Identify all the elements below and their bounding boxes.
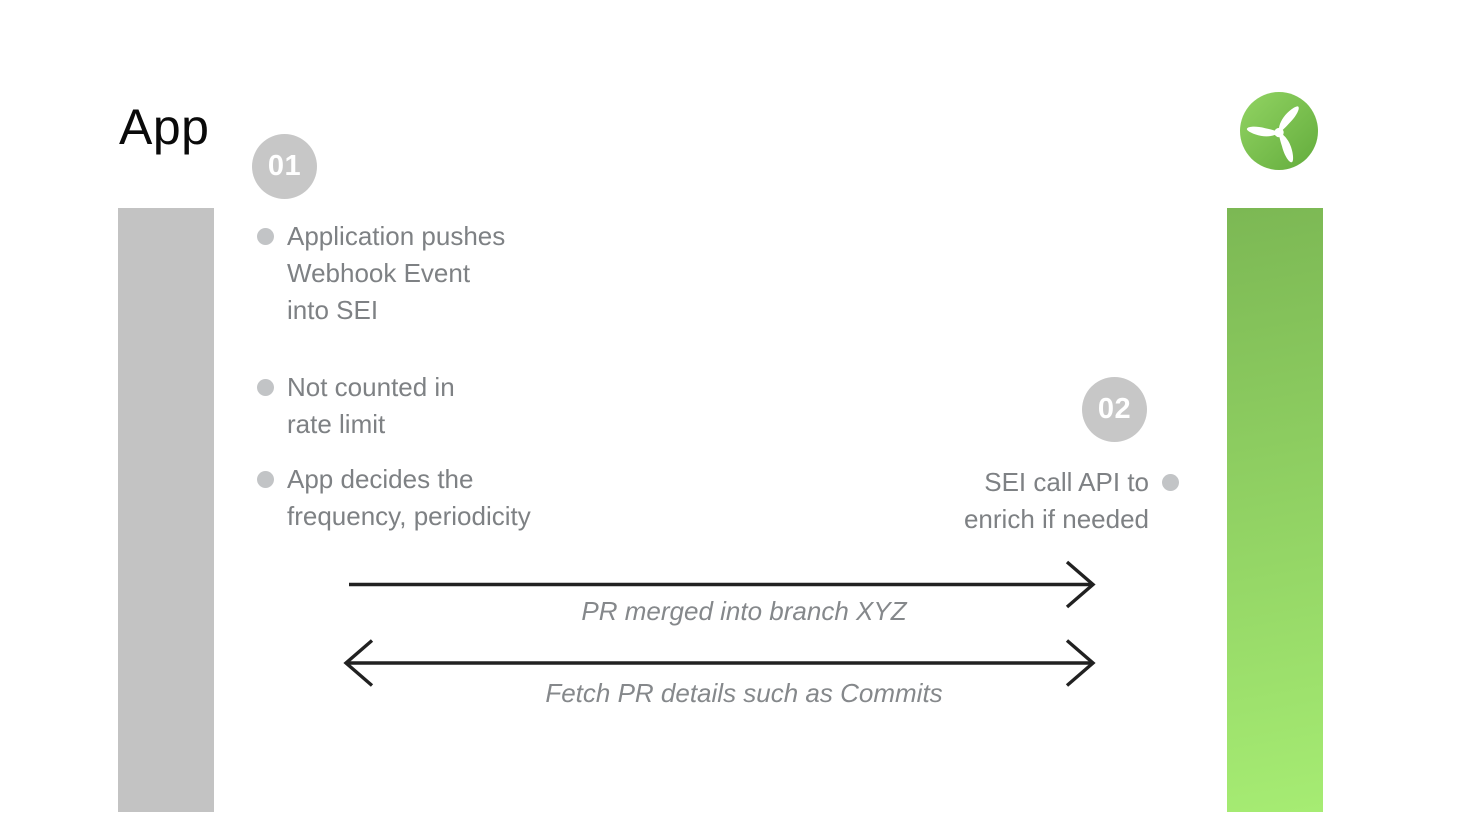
page-title: App <box>119 99 210 155</box>
step-2-bullet-item: SEI call API to enrich if needed <box>964 464 1179 538</box>
list-item-text: Not counted in rate limit <box>287 372 455 439</box>
arrow-right-icon <box>349 560 1096 609</box>
list-item: Not counted in rate limit <box>257 369 587 443</box>
arrow-label: Fetch PR details such as Commits <box>545 678 943 708</box>
list-item: Application pushes Webhook Event into SE… <box>257 218 587 329</box>
step-1-badge: 01 <box>252 134 317 199</box>
app-lane-bar <box>118 208 214 812</box>
propeller-logo-icon <box>1240 92 1318 170</box>
dot-icon <box>257 471 274 488</box>
sei-lane-bar <box>1227 208 1323 812</box>
list-item-text: Application pushes Webhook Event into SE… <box>287 221 506 325</box>
step-2-badge: 02 <box>1082 377 1147 442</box>
list-item: App decides the frequency, periodicity <box>257 461 587 535</box>
step-1-bullet-list: Application pushes Webhook Event into SE… <box>257 218 587 535</box>
arrow-left-right-icon <box>343 639 1096 687</box>
dot-icon <box>1162 474 1179 491</box>
sequence-arrows <box>343 560 1096 687</box>
list-item-text: App decides the frequency, periodicity <box>287 464 531 531</box>
dot-icon <box>257 379 274 396</box>
arrow-label: PR merged into branch XYZ <box>581 596 907 626</box>
list-item-text: SEI call API to enrich if needed <box>963 467 1149 534</box>
dot-icon <box>257 228 274 245</box>
